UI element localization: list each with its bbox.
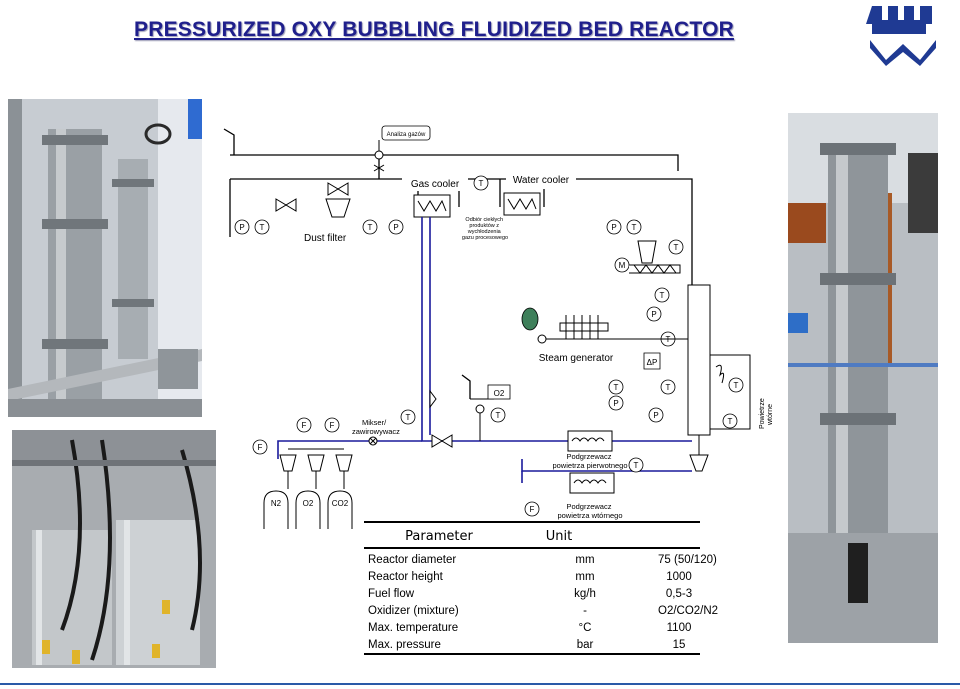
temp-symbol: T (728, 417, 733, 426)
bottle-co2-label: CO2 (332, 499, 349, 508)
temp-symbol: T (479, 179, 484, 188)
steam-generator-label: Steam generator (539, 353, 614, 364)
footer-divider (0, 683, 960, 685)
temp-symbol: T (632, 223, 637, 232)
primary-air-heater-label: Podgrzewacz powietrza pierwotnego (552, 452, 627, 470)
parameter-table: Parameter Unit Reactor diameter mm 75 (5… (364, 521, 719, 655)
param-name: Oxidizer (mixture) (368, 604, 459, 617)
temp-symbol: T (406, 413, 411, 422)
odbior-label: Odbiór ciekłych produktów z wychłodzenia… (462, 217, 508, 241)
temp-symbol: T (260, 223, 265, 232)
logo-mark (866, 6, 936, 66)
temp-symbol: T (666, 383, 671, 392)
param-unit: - (583, 604, 587, 617)
param-unit: kg/h (574, 587, 596, 600)
pressure-symbol: P (653, 411, 658, 420)
temp-symbol: T (496, 411, 501, 420)
mikser-label: Mikser/ zawirowywacz (352, 418, 400, 436)
page-title: PRESSURIZED OXY BUBBLING FLUIDIZED BED R… (134, 18, 734, 41)
flow-symbol: F (258, 443, 263, 452)
param-value: O2/CO2/N2 (658, 604, 719, 617)
param-value: 15 (672, 638, 686, 651)
pressure-symbol: P (611, 223, 616, 232)
flow-symbol: F (302, 421, 307, 430)
water-cooler-label: Water cooler (513, 175, 570, 186)
motor-symbol: M (619, 261, 626, 270)
temp-symbol: T (674, 243, 679, 252)
secondary-air-heater-label: Podgrzewacz powietrza wtórnego (557, 502, 622, 520)
bottle-n2-label: N2 (271, 499, 282, 508)
reactor-photo-right (788, 113, 938, 643)
param-unit: mm (575, 553, 595, 566)
param-unit: mm (575, 570, 595, 583)
analiza-label: Analiza gazów (387, 132, 426, 138)
temp-symbol: T (368, 223, 373, 232)
reactor-photo-top (8, 99, 202, 417)
header-parameter: Parameter (405, 529, 473, 544)
temp-symbol: T (734, 381, 739, 390)
gas-cooler-label: Gas cooler (411, 179, 460, 190)
table-row: Max. temperature °C 1100 (364, 619, 700, 636)
param-value: 1000 (666, 570, 692, 583)
table-row: Oxidizer (mixture) - O2/CO2/N2 (364, 602, 719, 619)
param-name: Max. temperature (368, 621, 459, 634)
institute-logo (866, 2, 940, 68)
table-header: Parameter Unit (364, 521, 700, 549)
gas-bottles-photo (12, 430, 216, 668)
table-row: Fuel flow kg/h 0,5-3 (364, 585, 700, 602)
flow-symbol: F (530, 505, 535, 514)
header-unit: Unit (545, 529, 573, 544)
process-flow-diagram: Analiza gazów Gas cooler T Water cooler … (223, 125, 774, 529)
pressure-symbol: P (393, 223, 398, 232)
param-value: 1100 (666, 621, 692, 634)
param-name: Fuel flow (368, 587, 415, 600)
param-value: 0,5-3 (665, 587, 693, 600)
param-name: Reactor height (368, 570, 443, 583)
pressure-symbol: P (651, 310, 656, 319)
pressure-symbol: P (239, 223, 244, 232)
powietrze-wtorne-label: Powietrze wtórne (759, 396, 774, 429)
o2-label: O2 (494, 389, 505, 398)
param-unit: bar (576, 638, 594, 651)
param-name: Reactor diameter (368, 553, 457, 566)
temp-symbol: T (614, 383, 619, 392)
table-row: Reactor height mm 1000 (364, 568, 700, 585)
param-value: 75 (50/120) (658, 553, 717, 566)
temp-symbol: T (660, 291, 665, 300)
delta-p-symbol: ΔP (647, 358, 658, 367)
table-row: Reactor diameter mm 75 (50/120) (364, 551, 717, 568)
bottle-o2-label: O2 (303, 499, 314, 508)
flow-symbol: F (330, 421, 335, 430)
param-name: Max. pressure (368, 638, 441, 651)
temp-symbol: T (634, 461, 639, 470)
table-row: Max. pressure bar 15 (364, 636, 700, 653)
dust-filter-label: Dust filter (304, 233, 347, 244)
param-unit: °C (578, 621, 592, 634)
pressure-symbol: P (613, 399, 618, 408)
